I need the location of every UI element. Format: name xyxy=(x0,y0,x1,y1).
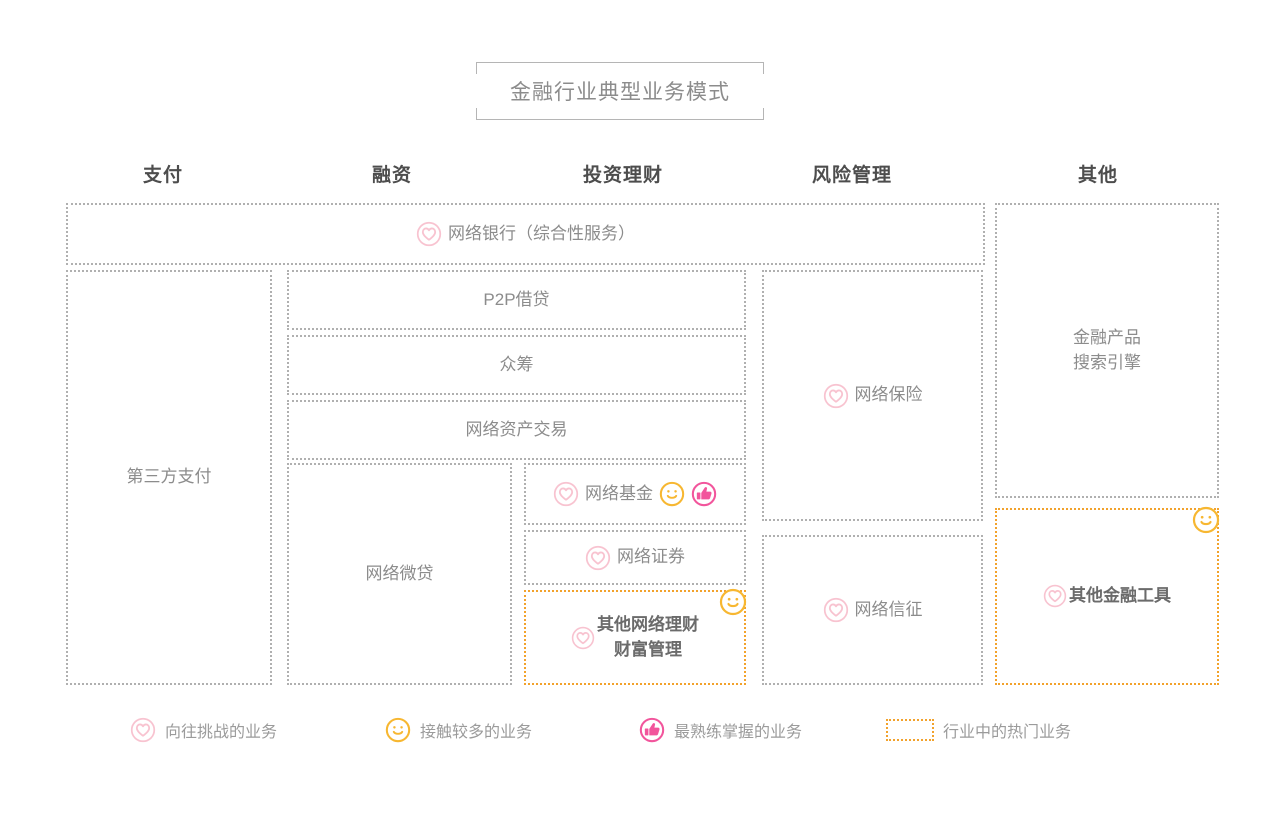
title-border-bottom xyxy=(476,119,764,120)
box-online-fund[interactable]: 网络基金 xyxy=(524,463,746,525)
box-label-wrap: 其他金融工具 xyxy=(1043,584,1171,609)
box-label: P2P借贷 xyxy=(483,289,550,309)
box-label: 金融产品 搜索引擎 xyxy=(1073,327,1141,372)
corner-smiley-icon xyxy=(1192,506,1220,534)
box-label: 网络微贷 xyxy=(365,563,434,583)
legend-label: 最熟练掌握的业务 xyxy=(674,724,803,741)
legend-label: 接触较多的业务 xyxy=(420,724,533,741)
box-label: 网络保险 xyxy=(854,385,923,405)
legend-label: 向往挑战的业务 xyxy=(165,724,278,741)
heart-icon xyxy=(416,221,442,247)
box-label-wrap: 网络微贷 xyxy=(366,562,434,587)
box-label-wrap: 第三方支付 xyxy=(127,465,212,490)
box-label: 网络基金 xyxy=(585,483,653,503)
box-other-wealth[interactable]: 其他网络理财 财富管理 xyxy=(524,588,747,685)
heart-icon xyxy=(823,597,849,623)
box-label-wrap: P2P借贷 xyxy=(483,288,549,313)
box-label-wrap: 金融产品 搜索引擎 xyxy=(1073,326,1141,375)
title-border-top xyxy=(476,62,764,63)
heart-icon xyxy=(130,717,156,743)
heart-icon xyxy=(1043,584,1067,608)
smiley-icon xyxy=(719,588,747,616)
smiley-icon xyxy=(385,717,411,743)
column-header-2: 融资 xyxy=(371,165,412,186)
heart-icon xyxy=(571,626,595,650)
box-label: 网络银行（综合性服务） xyxy=(448,223,635,243)
legend-item-2: 接触较多的业务 xyxy=(385,708,532,752)
box-label-wrap: 其他网络理财 财富管理 xyxy=(571,613,699,662)
corner-smiley-icon xyxy=(719,588,747,616)
column-header-1: 支付 xyxy=(142,165,183,186)
column-header-5: 其他 xyxy=(1077,165,1118,186)
title-corner-tick-top-left xyxy=(476,62,477,74)
page-title: 金融行业典型业务模式 xyxy=(510,81,730,104)
column-header-3: 投资理财 xyxy=(582,165,663,186)
heart-icon xyxy=(823,383,849,409)
box-label: 其他网络理财 财富管理 xyxy=(597,614,699,659)
box-label-wrap: 众筹 xyxy=(500,353,534,378)
thumbs-up-icon xyxy=(639,717,665,743)
title-corner-tick-top-right xyxy=(763,62,764,74)
box-asset-trading[interactable]: 网络资产交易 xyxy=(287,400,746,460)
box-label: 其他金融工具 xyxy=(1069,586,1171,606)
heart-icon xyxy=(585,545,611,571)
thumbs-up-icon xyxy=(691,481,717,507)
legend-item-3: 最熟练掌握的业务 xyxy=(639,708,802,752)
legend-label: 行业中的热门业务 xyxy=(943,724,1072,741)
title-corner-tick-bottom-right xyxy=(763,108,764,120)
box-label: 网络资产交易 xyxy=(465,419,568,439)
box-label-wrap: 网络保险 xyxy=(823,383,923,409)
box-label-wrap: 网络证券 xyxy=(585,545,685,571)
box-label: 第三方支付 xyxy=(126,467,212,487)
heart-icon xyxy=(553,481,579,507)
box-online-credit[interactable]: 网络信征 xyxy=(762,535,983,685)
column-header-4: 风险管理 xyxy=(811,165,892,186)
box-p2p-lending[interactable]: P2P借贷 xyxy=(287,270,746,330)
box-online-insurance[interactable]: 网络保险 xyxy=(762,270,983,521)
legend: 向往挑战的业务 接触较多的业务 最熟练掌握的业务 行业中的热门业务 xyxy=(0,708,1280,752)
smiley-icon xyxy=(1192,506,1220,534)
box-label-wrap: 网络信征 xyxy=(823,597,923,623)
title-frame: 金融行业典型业务模式 xyxy=(476,62,764,120)
title-corner-tick-bottom-left xyxy=(476,108,477,120)
box-online-banking[interactable]: 网络银行（综合性服务） xyxy=(66,203,985,265)
box-other-fin-tools[interactable]: 其他金融工具 xyxy=(995,506,1220,685)
box-label-wrap: 网络资产交易 xyxy=(466,418,568,443)
box-label: 网络信征 xyxy=(854,599,923,619)
legend-item-4: 行业中的热门业务 xyxy=(886,708,1071,752)
box-online-securities[interactable]: 网络证券 xyxy=(524,530,746,585)
box-label: 众筹 xyxy=(499,354,534,374)
box-third-party-payment[interactable]: 第三方支付 xyxy=(66,270,272,685)
smiley-icon xyxy=(659,481,685,507)
box-label: 网络证券 xyxy=(617,547,685,567)
box-micro-lending[interactable]: 网络微贷 xyxy=(287,463,512,685)
box-label-wrap: 网络银行（综合性服务） xyxy=(416,221,635,247)
box-product-search-engine[interactable]: 金融产品 搜索引擎 xyxy=(995,203,1219,498)
box-crowdfunding[interactable]: 众筹 xyxy=(287,335,746,395)
hot-business-swatch xyxy=(886,719,934,741)
legend-item-1: 向往挑战的业务 xyxy=(130,708,277,752)
box-label-wrap: 网络基金 xyxy=(553,481,717,507)
